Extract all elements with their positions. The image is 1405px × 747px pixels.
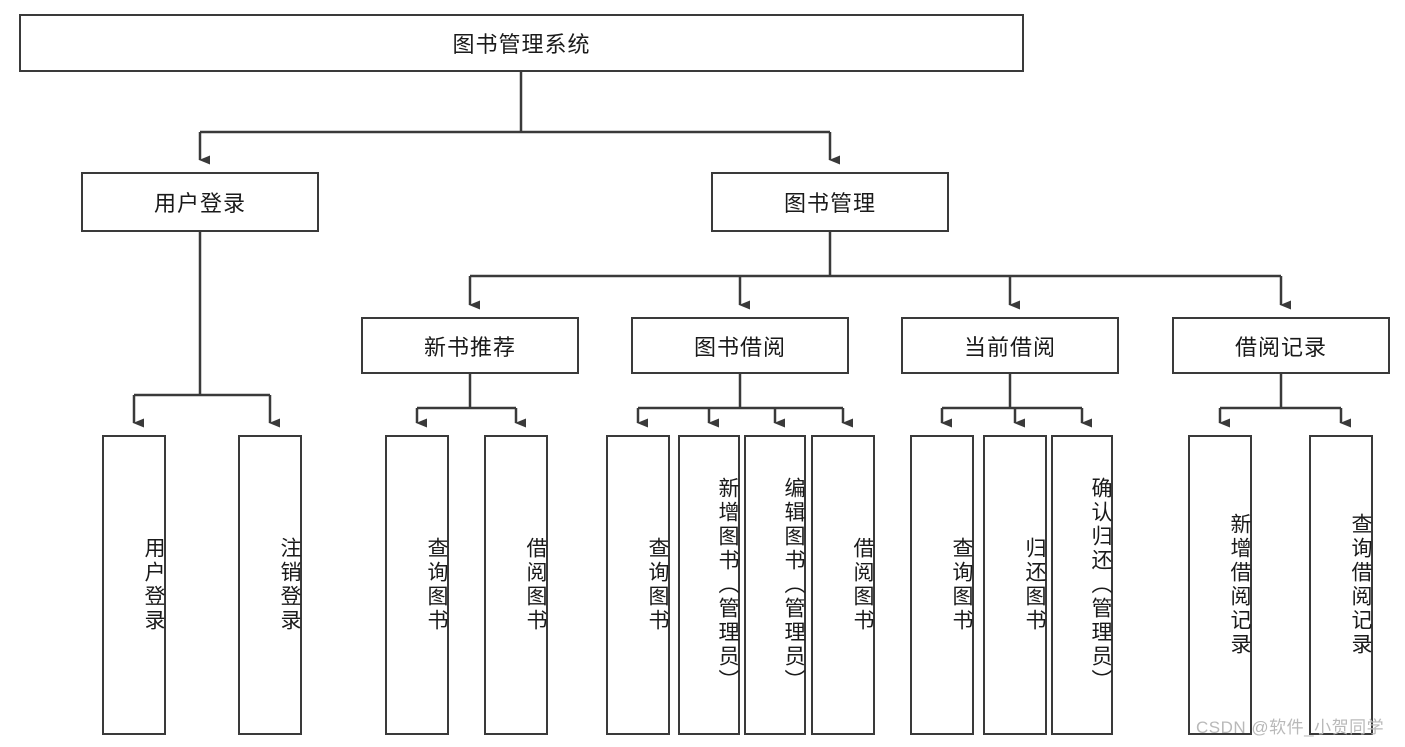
node-leaf-return-book-label: 归还图书: [1023, 537, 1046, 633]
node-borrow-record-label: 借阅记录: [1234, 334, 1327, 360]
node-new-book-rec-label: 新书推荐: [423, 334, 516, 360]
node-book-borrow[interactable]: 图书借阅: [631, 317, 849, 374]
node-leaf-query-record-label: 查询借阅记录: [1349, 513, 1372, 657]
node-leaf-query-record[interactable]: 查询借阅记录: [1309, 435, 1373, 735]
node-leaf-query-book-borrow[interactable]: 查询图书: [606, 435, 670, 735]
node-user-login[interactable]: 用户登录: [81, 172, 319, 232]
node-leaf-query-book-rec[interactable]: 查询图书: [385, 435, 449, 735]
node-user-login-label: 用户登录: [153, 191, 246, 216]
node-leaf-query-book-cur-label: 查询图书: [950, 537, 973, 633]
node-leaf-edit-book-label: 编辑图书（管理员）: [782, 477, 805, 693]
node-leaf-confirm-return[interactable]: 确认归还（管理员）: [1051, 435, 1113, 735]
node-leaf-borrow-book-rec-label: 借阅图书: [524, 537, 547, 633]
node-current-borrow-label: 当前借阅: [963, 334, 1056, 360]
node-root-label: 图书管理系统: [452, 32, 591, 57]
node-borrow-record[interactable]: 借阅记录: [1172, 317, 1390, 374]
node-book-manage[interactable]: 图书管理: [711, 172, 949, 232]
node-leaf-add-book-label: 新增图书（管理员）: [716, 477, 739, 693]
node-leaf-query-book-rec-label: 查询图书: [425, 537, 448, 633]
node-book-borrow-label: 图书借阅: [693, 334, 786, 360]
node-leaf-add-book[interactable]: 新增图书（管理员）: [678, 435, 740, 735]
node-leaf-logout[interactable]: 注销登录: [238, 435, 302, 735]
node-leaf-query-book-borrow-label: 查询图书: [646, 537, 669, 633]
node-leaf-borrow-book-label: 借阅图书: [851, 537, 874, 633]
node-leaf-borrow-book[interactable]: 借阅图书: [811, 435, 875, 735]
node-leaf-add-record-label: 新增借阅记录: [1228, 513, 1251, 657]
node-leaf-query-book-cur[interactable]: 查询图书: [910, 435, 974, 735]
node-leaf-edit-book[interactable]: 编辑图书（管理员）: [744, 435, 806, 735]
node-new-book-rec[interactable]: 新书推荐: [361, 317, 579, 374]
node-leaf-logout-label: 注销登录: [278, 537, 301, 633]
node-leaf-borrow-book-rec[interactable]: 借阅图书: [484, 435, 548, 735]
node-book-manage-label: 图书管理: [783, 191, 876, 216]
node-leaf-user-login-label: 用户登录: [142, 537, 165, 633]
node-root[interactable]: 图书管理系统: [19, 14, 1024, 72]
node-current-borrow[interactable]: 当前借阅: [901, 317, 1119, 374]
node-leaf-add-record[interactable]: 新增借阅记录: [1188, 435, 1252, 735]
node-leaf-return-book[interactable]: 归还图书: [983, 435, 1047, 735]
node-leaf-confirm-return-label: 确认归还（管理员）: [1089, 477, 1112, 693]
node-leaf-user-login[interactable]: 用户登录: [102, 435, 166, 735]
